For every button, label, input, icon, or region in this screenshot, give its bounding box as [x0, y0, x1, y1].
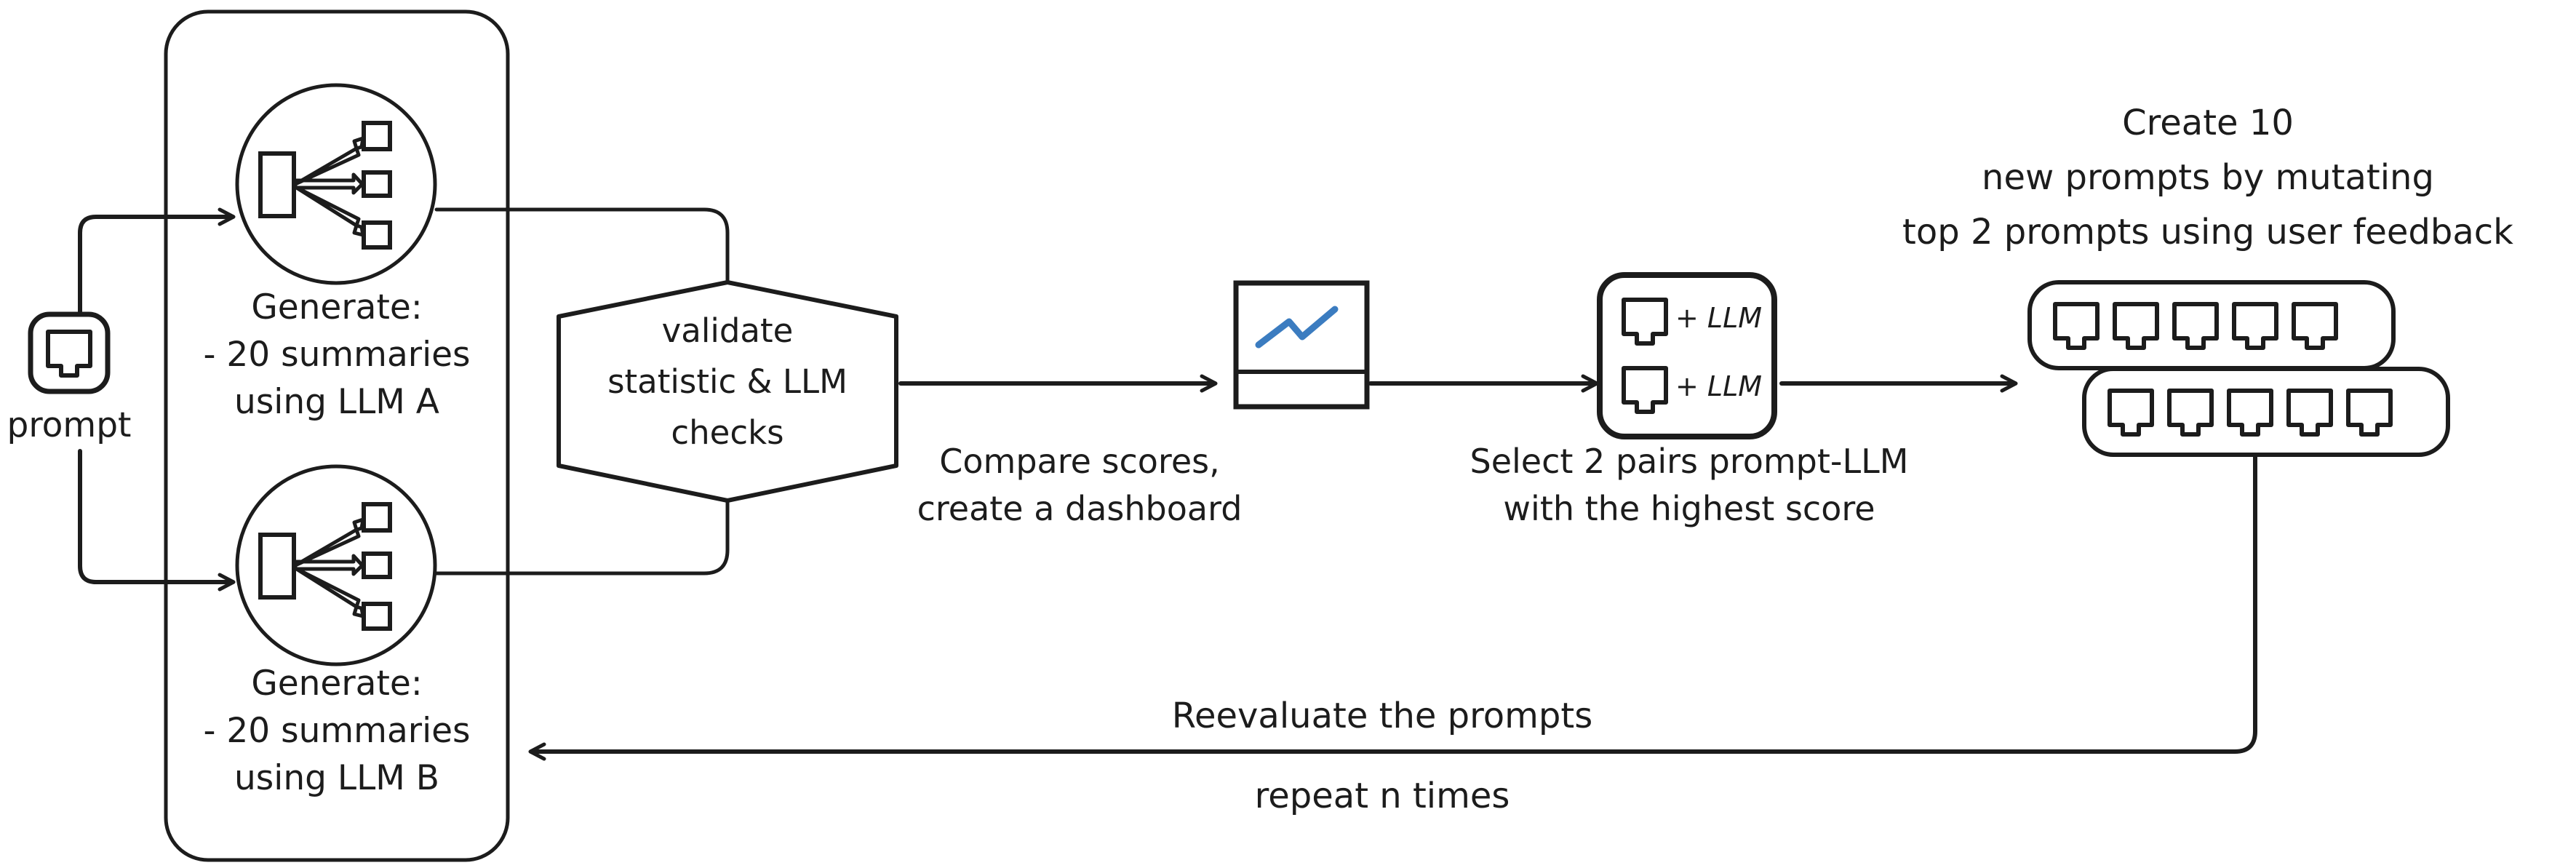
- prompt-node[interactable]: prompt: [7, 311, 132, 445]
- mutate-caption-line1: Create 10: [2122, 103, 2294, 143]
- fanout-icon: [258, 121, 392, 250]
- branch-a-label-line3: using LLM A: [234, 382, 439, 422]
- branch-a-label-line2: - 20 summaries: [203, 335, 470, 375]
- branch-b-label-line2: - 20 summaries: [203, 711, 470, 751]
- select-caption-line1: Select 2 pairs prompt-LLM: [1470, 442, 1909, 481]
- prompt-icon: [28, 311, 111, 394]
- branch-b-label-line1: Generate:: [251, 664, 422, 704]
- branch-a-circle: [235, 83, 437, 285]
- prompt-icon: [2232, 302, 2278, 350]
- prompt-icon: [2167, 389, 2214, 437]
- prompt-icon: [2053, 302, 2100, 350]
- validate-line1: validate: [662, 311, 794, 350]
- validate-line2: statistic & LLM: [607, 362, 848, 401]
- validate-node[interactable]: validate statistic & LLM checks: [557, 280, 898, 503]
- prompt-pill-row: [2027, 280, 2396, 370]
- select-item1-suffix: + LLM: [1675, 302, 1762, 334]
- branch-b-circle: [235, 464, 437, 666]
- edge-branch-b-to-validate: [434, 498, 730, 576]
- mutate-caption-line3: top 2 prompts using user feedback: [1902, 212, 2513, 252]
- select-caption-line2: with the highest score: [1503, 489, 1875, 528]
- mutated-prompts-row-2[interactable]: [2082, 367, 2450, 457]
- dashboard-trend-line: [1255, 306, 1339, 349]
- fanout-icon: [258, 502, 392, 631]
- branch-a-label-line1: Generate:: [251, 287, 422, 327]
- edge-branch-a-to-validate: [434, 207, 730, 284]
- prompt-icon: [2346, 389, 2393, 437]
- prompt-icon: [2286, 389, 2333, 437]
- edge-feedback-loop: [528, 455, 2257, 761]
- generation-group-container: [164, 9, 510, 862]
- dashboard-caption-line1: Compare scores,: [939, 442, 1219, 481]
- branch-a-node[interactable]: Generate: - 20 summaries using LLM A: [203, 83, 471, 422]
- feedback-label-line1: Reevaluate the prompts: [1172, 696, 1592, 736]
- edge-prompt-to-branch-b: [78, 449, 236, 592]
- select-item2-suffix: + LLM: [1675, 370, 1762, 402]
- branch-b-label-line3: using LLM B: [234, 758, 439, 798]
- prompt-label: prompt: [7, 405, 132, 445]
- select-pairs-node[interactable]: + LLM + LLM: [1597, 272, 1777, 439]
- two-prompts-box-icon: [1597, 272, 1777, 439]
- mutated-prompts-row-1[interactable]: [2027, 280, 2396, 370]
- prompt-icon: [1622, 298, 1668, 346]
- dashboard-node[interactable]: [1233, 280, 1370, 410]
- prompt-pill-row: [2082, 367, 2450, 457]
- prompt-icon: [2292, 302, 2338, 350]
- feedback-label-line2: repeat n times: [1255, 776, 1510, 816]
- prompt-icon: [2172, 302, 2219, 350]
- validate-line3: checks: [671, 413, 783, 452]
- line-chart-card-icon: [1233, 280, 1370, 410]
- prompt-icon: [2108, 389, 2154, 437]
- prompt-icon: [1622, 366, 1668, 414]
- mutate-caption-line2: new prompts by mutating: [1982, 157, 2434, 198]
- prompt-icon: [2227, 389, 2273, 437]
- edge-prompt-to-branch-a: [78, 207, 236, 316]
- prompt-icon-screen: [46, 330, 92, 378]
- validate-hexagon: [557, 280, 898, 503]
- dashboard-caption-line2: create a dashboard: [917, 489, 1243, 528]
- prompt-icon: [2113, 302, 2159, 350]
- branch-b-node[interactable]: Generate: - 20 summaries using LLM B: [203, 464, 471, 798]
